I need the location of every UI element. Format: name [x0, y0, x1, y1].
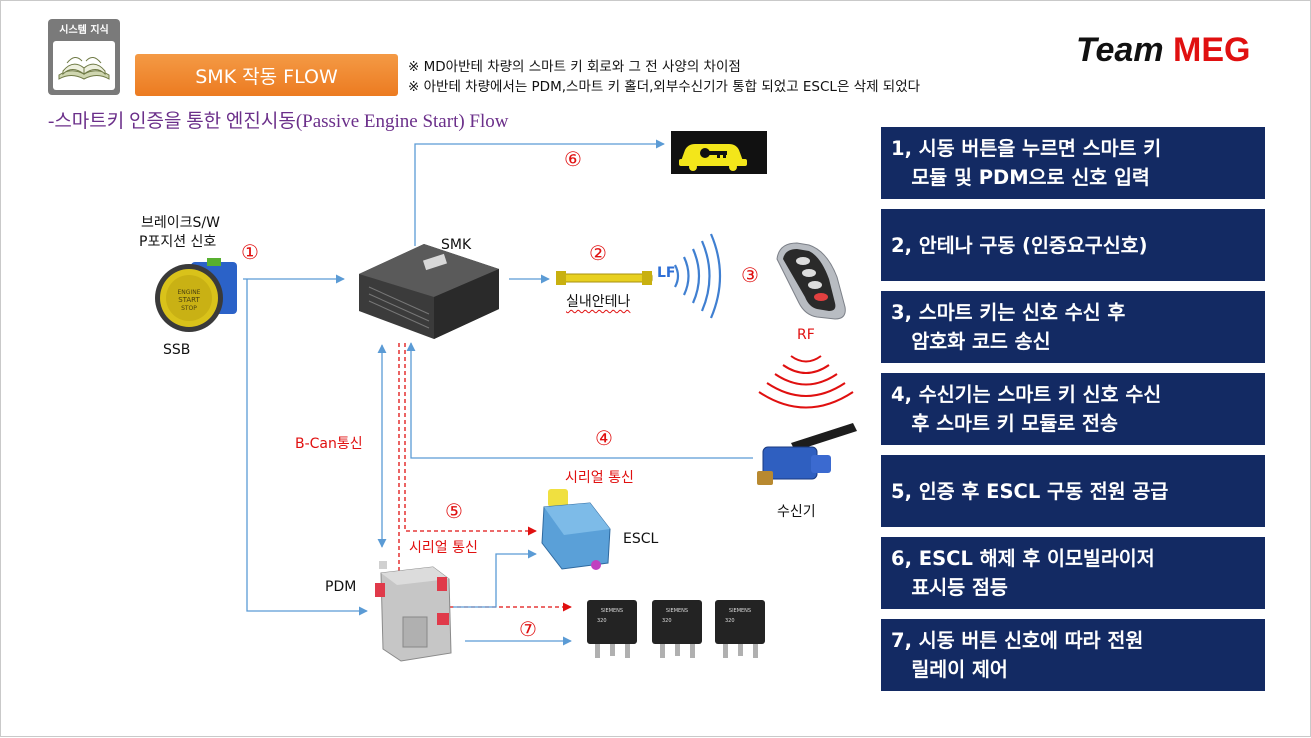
b-can-label: B-Can통신 [295, 436, 363, 452]
step-number-4: ④ [595, 426, 613, 450]
step-2-line-1: 2, 안테나 구동 (인증요구신호) [891, 233, 1148, 257]
brand-team: Team [1076, 31, 1164, 69]
relay-2-code: 320 [662, 618, 672, 624]
immobilizer-lamp-icon [671, 131, 767, 174]
svg-text:ENGINE: ENGINE [178, 289, 201, 296]
step-3-line-2: 암호화 코드 송신 [891, 330, 1051, 353]
smk-module-icon [349, 239, 509, 344]
relay-1-code: 320 [597, 618, 607, 624]
brake-switch-label: 브레이크S/W [141, 215, 220, 231]
antenna-label-text: 실내안테나 [566, 294, 631, 310]
badge-label: 시스템 지식 [59, 25, 109, 36]
pdm-label: PDM [325, 579, 357, 595]
step-box-7: 7, 시동 버튼 신호에 따라 전원 릴레이 제어 [881, 619, 1265, 691]
step-number-3: ③ [741, 263, 759, 287]
step-box-6: 6, ESCL 해제 후 이모빌라이저 표시등 점등 [881, 537, 1265, 609]
step-box-3: 3, 스마트 키는 신호 수신 후 암호화 코드 송신 [881, 291, 1265, 363]
relay-1-icon: SIEMENS 320 [583, 596, 643, 662]
step-number-2: ② [589, 241, 607, 265]
relay-3-icon: SIEMENS 320 [711, 596, 771, 662]
lf-label: LF [657, 265, 676, 281]
flow-subtitle: -스마트키 인증을 통한 엔진시동(Passive Engine Start) … [48, 111, 509, 132]
svg-text:START: START [178, 296, 200, 304]
note-line-2: ※ 아반테 차량에서는 PDM,스마트 키 홀더,외부수신기가 통합 되었고 E… [408, 79, 921, 95]
step-1-line-1: 1, 시동 버튼을 누르면 스마트 키 [891, 137, 1162, 160]
step-7-line-2: 릴레이 제어 [891, 658, 1008, 681]
step-box-4: 4, 수신기는 스마트 키 신호 수신 후 스마트 키 모듈로 전송 [881, 373, 1265, 445]
serial-comm-label-1: 시리얼 통신 [565, 470, 634, 486]
relay-2-brand: SIEMENS [666, 608, 688, 614]
step-box-1: 1, 시동 버튼을 누르면 스마트 키 모듈 및 PDM으로 신호 입력 [881, 127, 1265, 199]
step-3-line-1: 3, 스마트 키는 신호 수신 후 [891, 301, 1126, 324]
team-meg-logo: Team MEG [1076, 31, 1250, 70]
note-line-1: ※ MD아반테 차량의 스마트 키 회로와 그 전 사양의 차이점 [408, 59, 741, 75]
serial-comm-label-2: 시리얼 통신 [409, 540, 478, 556]
step-6-line-1: 6, ESCL 해제 후 이모빌라이저 [891, 547, 1155, 570]
step-7-line-1: 7, 시동 버튼 신호에 따라 전원 [891, 629, 1144, 652]
step-number-5: ⑤ [445, 499, 463, 523]
escl-module-icon [538, 489, 616, 573]
relay-3-brand: SIEMENS [729, 608, 751, 614]
step-number-1: ① [241, 240, 259, 264]
relay-3-code: 320 [725, 618, 735, 624]
rf-label: RF [797, 327, 815, 343]
step-4-line-2: 후 스마트 키 모듈로 전송 [891, 412, 1118, 435]
receiver-label: 수신기 [777, 504, 816, 520]
svg-text:STOP: STOP [181, 305, 197, 312]
interior-antenna-icon [556, 267, 656, 289]
antenna-label: 실내안테나 [566, 291, 630, 311]
receiver-icon [753, 421, 863, 491]
smart-key-fob-icon [769, 237, 849, 323]
smk-label: SMK [441, 237, 472, 253]
open-book-icon [53, 41, 115, 90]
step-6-line-2: 표시등 점등 [891, 576, 1008, 599]
relay-1-brand: SIEMENS [601, 608, 623, 614]
ssb-label: SSB [163, 342, 191, 358]
step-number-6: ⑥ [564, 147, 582, 171]
brand-meg: MEG [1173, 31, 1251, 69]
ssb-start-button-icon: ENGINE START STOP [149, 254, 241, 340]
p-position-label: P포지션 신호 [139, 234, 217, 250]
step-box-5: 5, 인증 후 ESCL 구동 전원 공급 [881, 455, 1265, 527]
step-number-7: ⑦ [519, 617, 537, 641]
smk-flow-title-button: SMK 작동 FLOW [135, 54, 398, 96]
step-1-line-2: 모듈 및 PDM으로 신호 입력 [891, 166, 1150, 189]
relay-2-icon: SIEMENS 320 [648, 596, 708, 662]
step-4-line-1: 4, 수신기는 스마트 키 신호 수신 [891, 383, 1162, 406]
step-box-2: 2, 안테나 구동 (인증요구신호) [881, 209, 1265, 281]
system-knowledge-badge: 시스템 지식 [48, 19, 120, 95]
step-5-line-1: 5, 인증 후 ESCL 구동 전원 공급 [891, 479, 1169, 503]
escl-label: ESCL [623, 531, 659, 547]
pdm-module-icon [371, 557, 463, 665]
